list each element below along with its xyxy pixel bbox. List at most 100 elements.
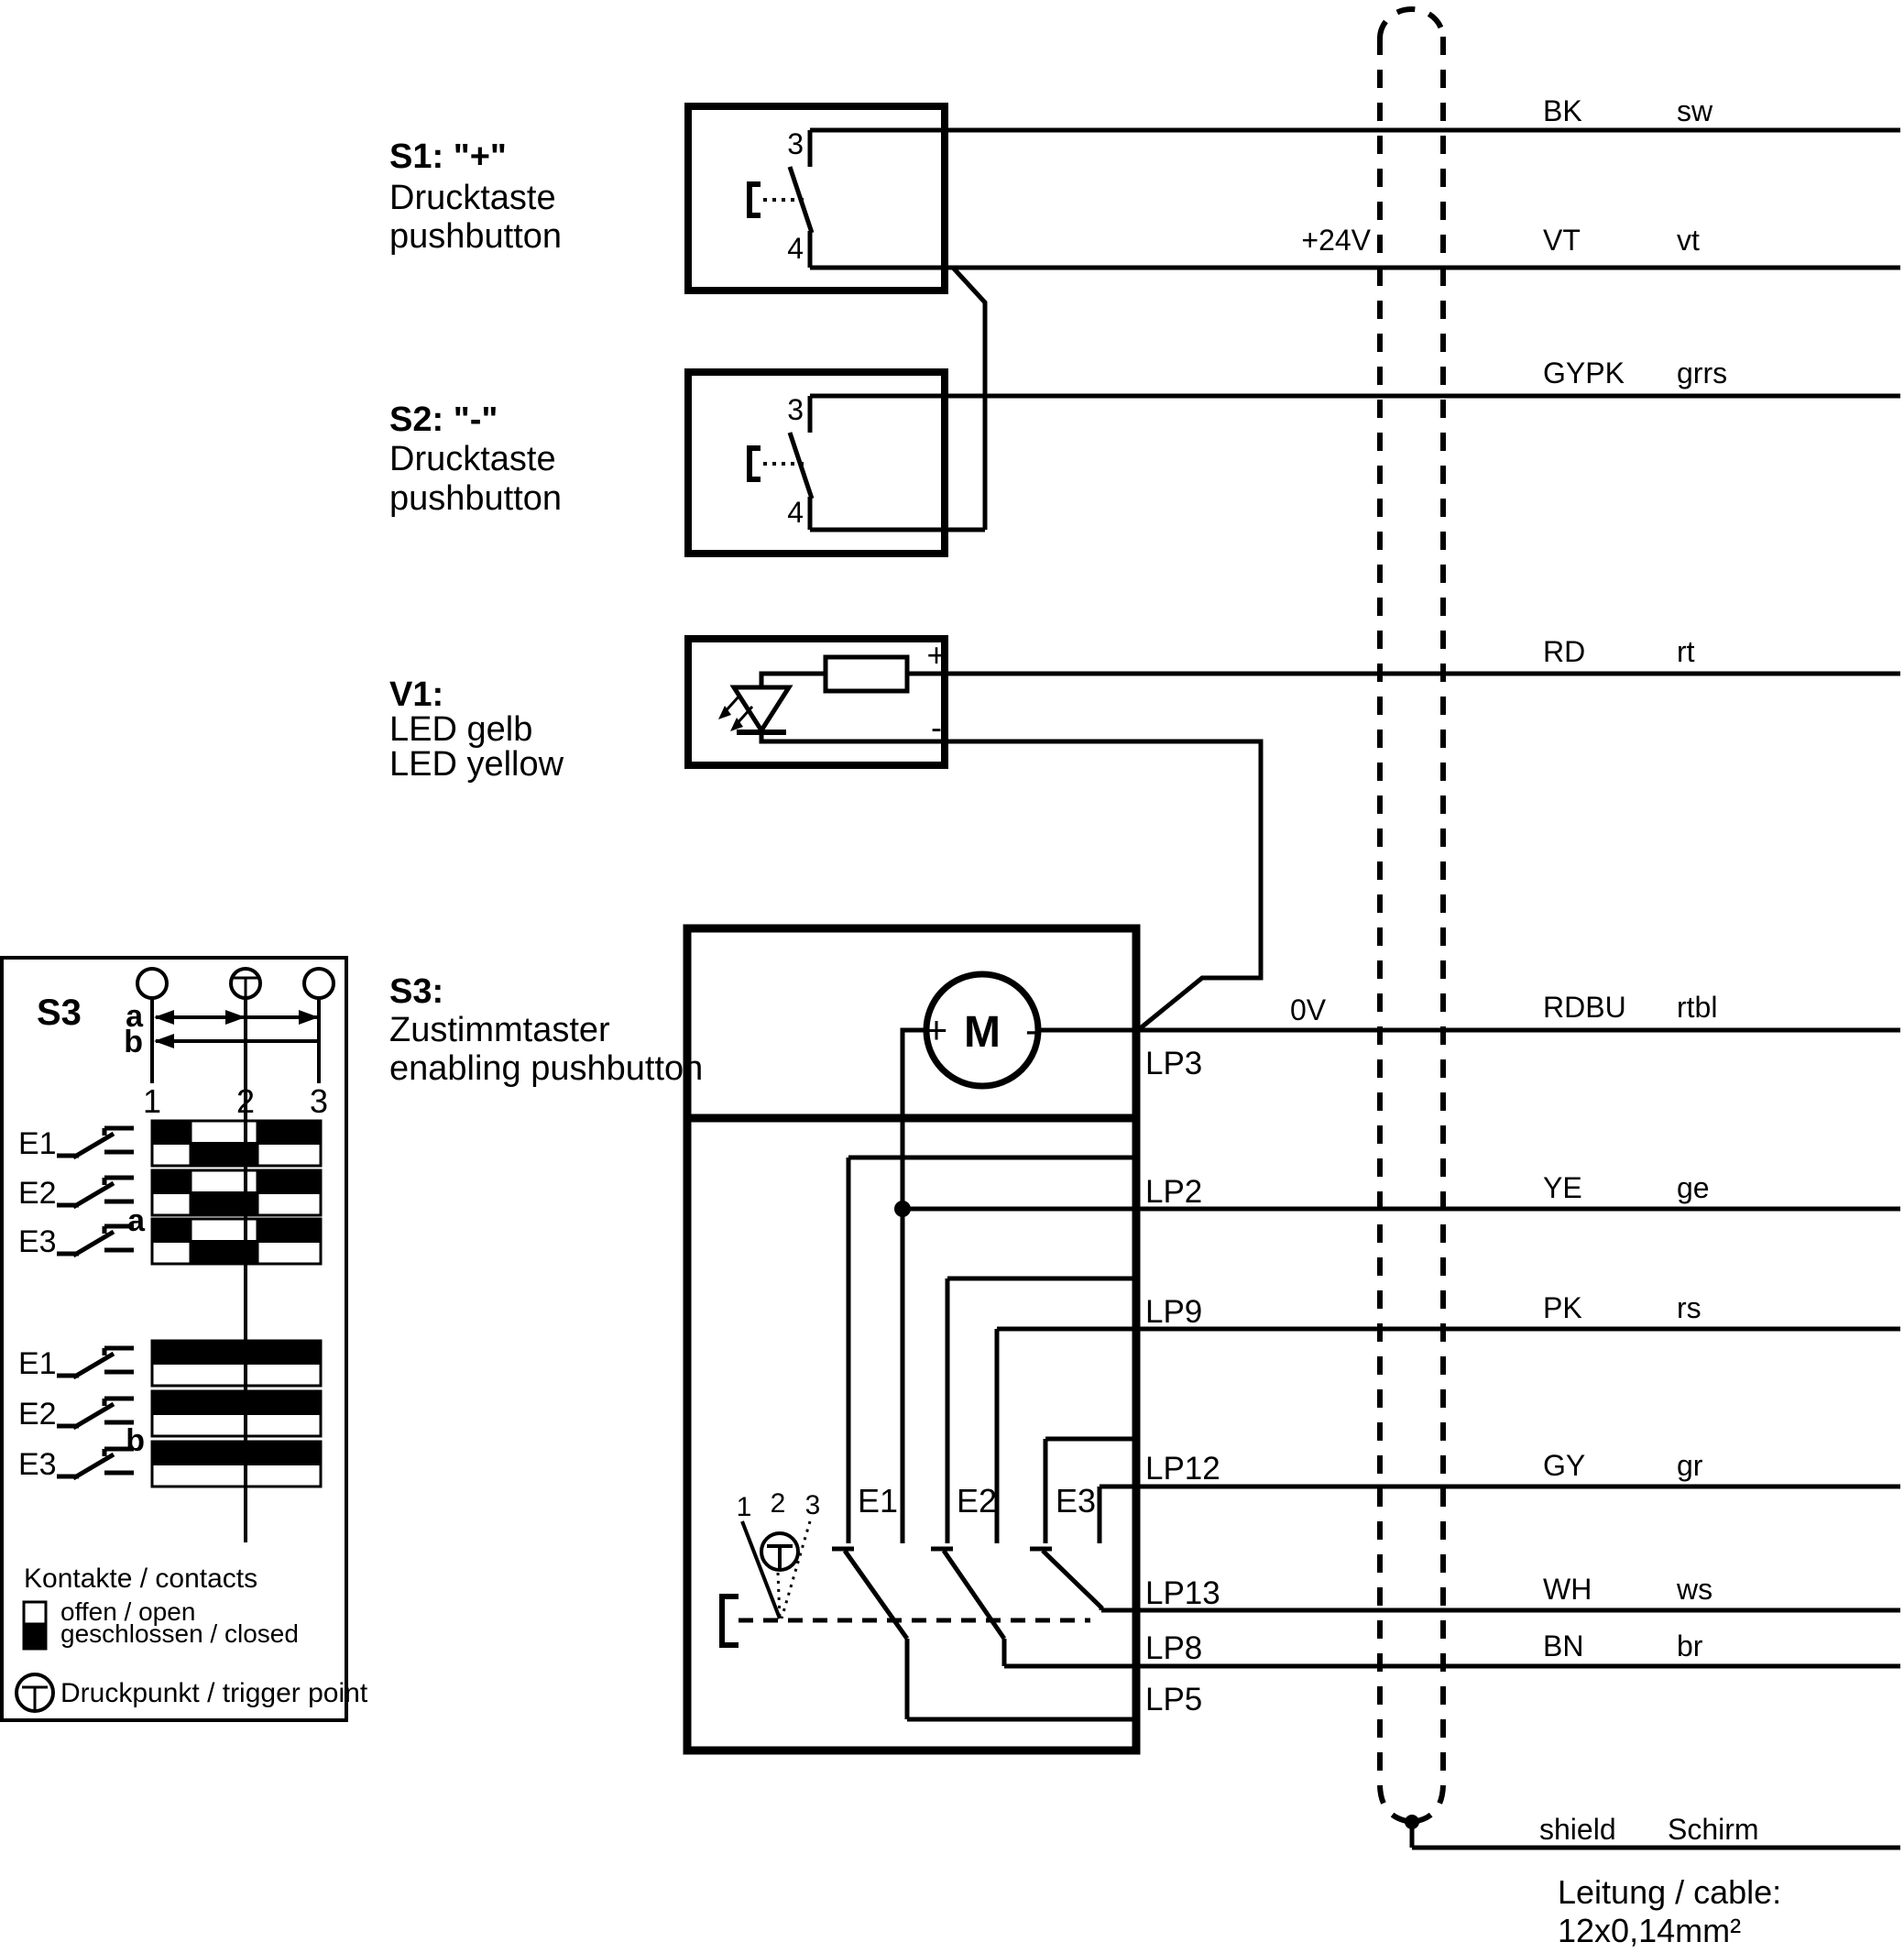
position1-line <box>740 1520 782 1619</box>
legend-dir-a: a <box>126 999 144 1034</box>
trigger-point-t-mark <box>767 1544 793 1568</box>
resistor-icon <box>823 654 910 694</box>
cable-outline <box>1377 6 1446 1825</box>
wire-shield <box>1409 1822 1900 1850</box>
legend-contact-label: E2 <box>18 1176 57 1211</box>
s3-box <box>683 924 1141 1755</box>
contact-state-open <box>189 1217 259 1243</box>
legend-title: S3 <box>37 993 82 1033</box>
s3-title: S3: <box>389 972 443 1011</box>
code-pk: PK <box>1543 1291 1582 1324</box>
s3-label: S3: Zustimmtaster enabling pushbutton <box>389 972 703 1088</box>
cable-label-line2: 12x0,14mm² <box>1558 1912 1741 1949</box>
pin-lp12: LP12 <box>1145 1451 1220 1487</box>
contact-state-closed <box>150 1217 192 1243</box>
legend-pos1-circle-icon <box>136 967 169 1000</box>
closed-swatch-icon <box>22 1622 48 1651</box>
code-bk: BK <box>1543 94 1582 127</box>
legend-group-b: b <box>126 1423 145 1458</box>
pin-lp3: LP3 <box>1145 1046 1202 1081</box>
s3-actuator-icon <box>719 1594 739 1648</box>
legend-pos-3: 3 <box>310 1082 328 1120</box>
contact-state-closed <box>150 1339 323 1365</box>
code-rtbl: rtbl <box>1677 991 1717 1024</box>
code-shield: shield <box>1539 1813 1616 1846</box>
v1-anode-wire <box>759 671 826 687</box>
e2-arm-lp8-wire <box>941 1549 1007 1666</box>
code-br: br <box>1677 1629 1703 1662</box>
legend-open: offen / open <box>60 1597 195 1626</box>
s1-box <box>684 103 948 294</box>
code-vt: VT <box>1543 224 1581 257</box>
contact-state-closed <box>150 1119 192 1145</box>
legend-pos-2: 2 <box>236 1082 255 1120</box>
legend-contact-label: E1 <box>18 1126 57 1161</box>
lp-pin-labels: LP3 LP2 LP9 LP12 LP13 LP8 LP5 <box>1145 1046 1220 1717</box>
s3-desc-de: Zustimmtaster <box>389 1011 610 1049</box>
e3-arm-lp13-wire <box>1041 1549 1104 1610</box>
v1-component: + - <box>684 635 948 769</box>
legend-contact-label: E1 <box>18 1346 57 1381</box>
contact-state-open <box>256 1191 323 1217</box>
s3-internal-wiring <box>832 1027 1136 1722</box>
contact-state-open <box>150 1240 192 1266</box>
s3-contact-e1: E1 <box>858 1482 898 1520</box>
legend-pos-ticks <box>150 998 321 1083</box>
s1-desc-en: pushbutton <box>389 217 562 256</box>
pin-lp5: LP5 <box>1145 1682 1202 1717</box>
v1-desc-en: LED yellow <box>389 745 564 784</box>
v1-title: V1: <box>389 675 443 714</box>
s3-component: M + - 1 2 3 E1 E2 E3 <box>683 924 1141 1755</box>
s3-desc-en: enabling pushbutton <box>389 1049 703 1088</box>
shield-junction-dot <box>1405 1815 1419 1829</box>
changeover-contact-icon <box>57 1175 134 1210</box>
s2-desc-de: Drucktaste <box>389 440 556 478</box>
code-rs: rs <box>1677 1291 1702 1324</box>
lp2-junction-dot <box>894 1201 911 1217</box>
contact-state-closed <box>256 1169 323 1194</box>
e1-left-terminal-wire <box>846 1155 1136 1543</box>
legend-contact-label: E2 <box>18 1397 57 1432</box>
s1-pin-top: 3 <box>787 127 804 160</box>
s3-pos-2: 2 <box>771 1488 786 1519</box>
contact-state-closed <box>150 1440 323 1465</box>
s2-component: 3 4 <box>684 368 948 557</box>
v1-box <box>684 635 948 769</box>
position3-dotted-line <box>780 1520 812 1619</box>
code-ws: ws <box>1676 1573 1713 1606</box>
code-gr: gr <box>1677 1449 1703 1482</box>
v1-minus-wire <box>759 732 945 744</box>
cable-label: Leitung / cable: 12x0,14mm² <box>1558 1873 1781 1949</box>
legend-contact-label: E3 <box>18 1447 57 1482</box>
s2-actuator-icon <box>747 445 761 482</box>
pin-lp8: LP8 <box>1145 1630 1202 1666</box>
e3-left-terminal-wire <box>1043 1436 1136 1543</box>
s1-title: S1: "+" <box>389 137 507 176</box>
pin-lp2: LP2 <box>1145 1174 1202 1210</box>
led-triangle-icon <box>729 685 793 735</box>
contact-state-closed <box>256 1119 323 1145</box>
changeover-contact-icon <box>57 1223 134 1258</box>
s1-actuator-icon <box>747 181 761 218</box>
pin-lp13: LP13 <box>1145 1575 1220 1611</box>
code-gypk: GYPK <box>1543 357 1625 390</box>
contact-state-open <box>189 1119 259 1145</box>
code-bn: BN <box>1543 1629 1583 1662</box>
contact-state-open <box>256 1142 323 1168</box>
led-emission-arrows-icon <box>718 693 754 731</box>
contact-state-closed <box>256 1217 323 1243</box>
contact-state-closed <box>189 1191 259 1217</box>
contact-state-closed <box>189 1142 259 1168</box>
s2-desc-en: pushbutton <box>389 479 562 518</box>
wire-code-labels: BK sw +24V VT vt GYPK grrs RD rt 0V RDBU… <box>1290 94 1759 1846</box>
wire-s1-s2-link <box>810 266 988 532</box>
legend-direction-arrows <box>154 1010 319 1048</box>
pin-lp9: LP9 <box>1145 1294 1202 1330</box>
code-schirm: Schirm <box>1668 1813 1759 1846</box>
code-rd: RD <box>1543 635 1585 668</box>
cable-top-arc <box>1377 6 1446 39</box>
v1-desc-de: LED gelb <box>389 710 532 749</box>
v1-minus-sign: - <box>931 708 942 746</box>
